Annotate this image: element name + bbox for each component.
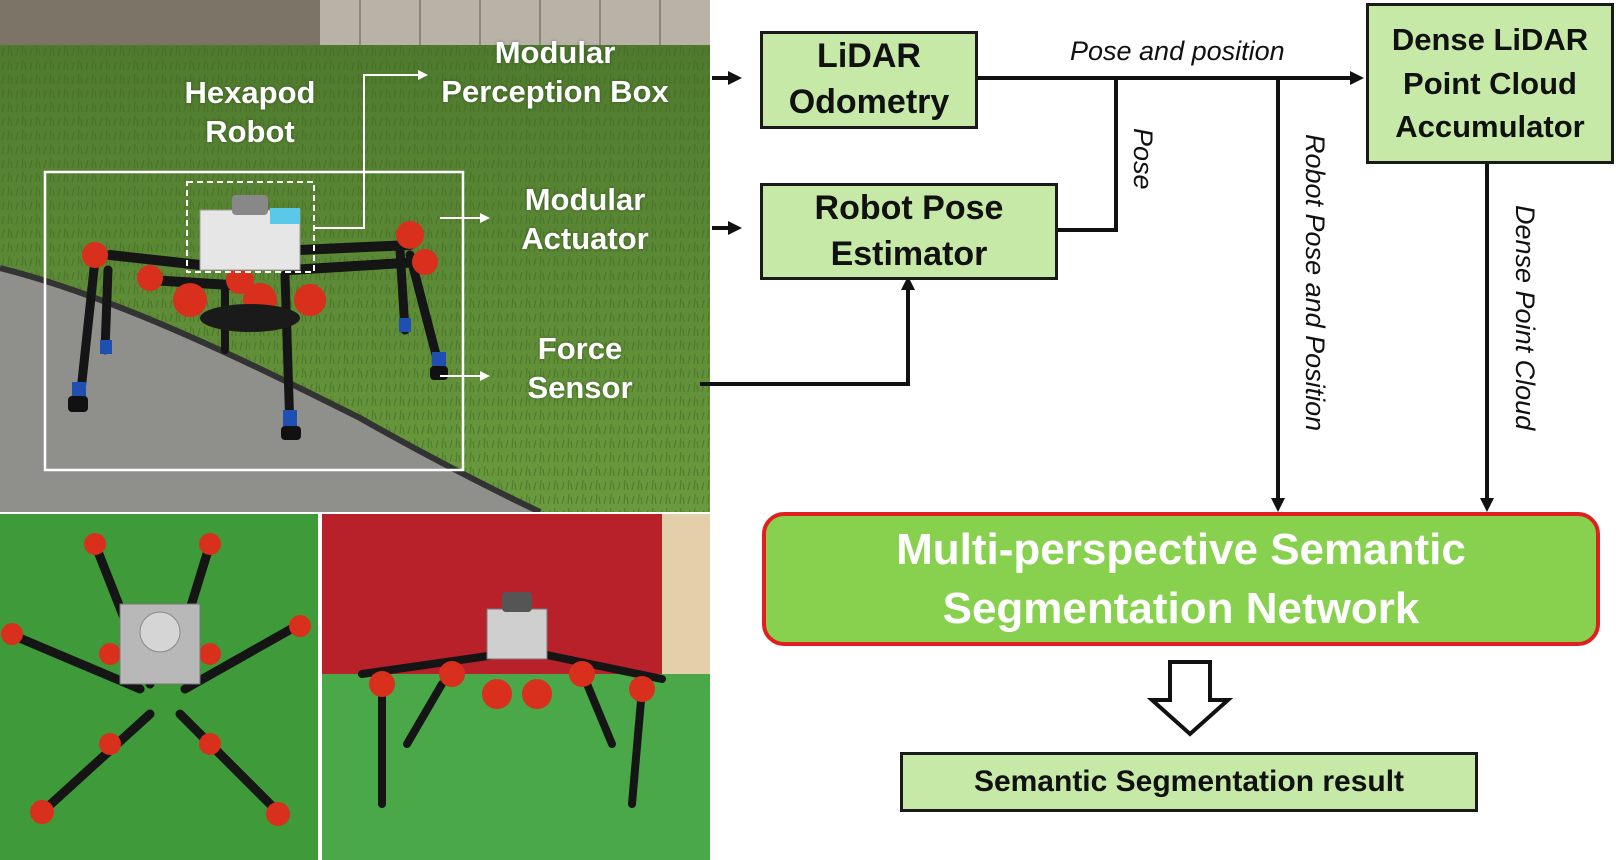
hexapod-front-view-photo [322,514,710,860]
node-segmentation-network: Multi-perspective Semantic Segmentation … [762,512,1600,646]
edge-label-dense-point-cloud: Dense Point Cloud [1510,205,1540,431]
node-robot-pose-estimator: Robot Pose Estimator [760,183,1058,280]
hexapod-top-view-photo [0,514,318,860]
node-dense-point-cloud-accumulator: Dense LiDAR Point Cloud Accumulator [1366,3,1614,164]
edge-label-pose: Pose [1128,128,1158,190]
edge-label-pose-and-position: Pose and position [1070,36,1285,66]
node-segmentation-result: Semantic Segmentation result [900,752,1478,812]
hexapod-outdoor-photo [0,0,710,512]
modular-perception-box-label: Modular Perception Box [441,35,669,109]
hexapod-robot-label: Hexapod Robot [184,75,316,149]
force-sensor-label: Force Sensor [527,331,633,405]
edge-label-robot-pose-and-position: Robot Pose and Position [1300,134,1330,432]
modular-actuator-label: Modular Actuator [521,182,649,256]
result-arrow-icon [1146,660,1234,737]
node-lidar-odometry: LiDAR Odometry [760,31,978,129]
